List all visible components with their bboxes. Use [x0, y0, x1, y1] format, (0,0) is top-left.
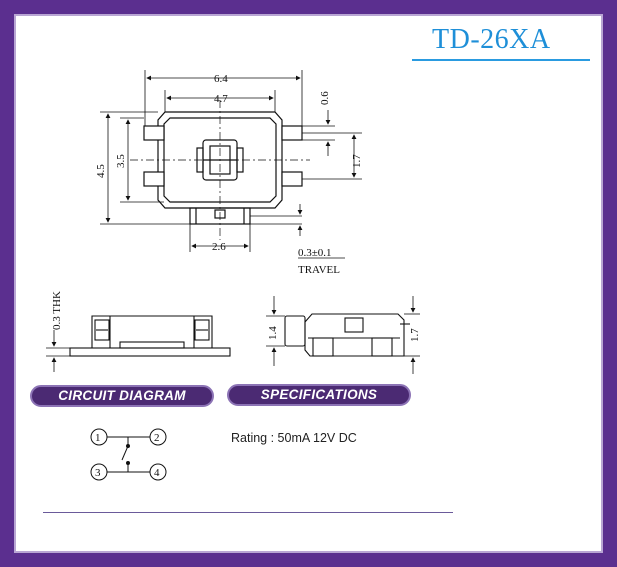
part-number-title: TD-26XA: [432, 24, 551, 55]
label-travel: TRAVEL: [298, 264, 340, 276]
title-underline: [412, 59, 590, 61]
dim-4.5: [100, 111, 190, 225]
label-0.6: 0.6: [319, 91, 331, 105]
front-view: [69, 315, 231, 357]
dim-side: [266, 296, 420, 374]
bottom-divider: [43, 512, 453, 513]
page-frame-inner: [14, 14, 603, 553]
label-3.5: 3.5: [115, 154, 127, 168]
dim-thk: [46, 330, 70, 372]
label-6.4: 6.4: [214, 73, 228, 85]
label-4.7: 4.7: [214, 93, 228, 105]
label-1.7-side: 1.7: [409, 328, 421, 342]
circuit-diagram: [90, 428, 167, 481]
dim-0.6: [302, 110, 335, 156]
pin-3: 3: [95, 467, 101, 479]
dim-4.7: [164, 90, 276, 112]
dim-3.5: [120, 117, 164, 203]
dim-6.4: [144, 70, 303, 126]
label-travel-value: 0.3±0.1: [298, 247, 332, 259]
circuit-diagram-heading: CIRCUIT DIAGRAM: [30, 385, 214, 407]
label-thk: 0.3 THK: [51, 291, 63, 330]
label-4.5: 4.5: [95, 164, 107, 178]
dim-1.7: [302, 132, 362, 180]
pin-1: 1: [95, 432, 101, 444]
dim-travel: [250, 204, 345, 259]
specifications-label: SPECIFICATIONS: [260, 387, 378, 402]
pin-4: 4: [154, 467, 160, 479]
specifications-heading: SPECIFICATIONS: [227, 384, 411, 406]
label-2.6: 2.6: [212, 241, 226, 253]
top-view: [143, 111, 303, 225]
pin-2: 2: [154, 432, 160, 444]
label-1.7: 1.7: [351, 154, 363, 168]
label-1.4: 1.4: [267, 326, 279, 340]
circuit-diagram-label: CIRCUIT DIAGRAM: [58, 388, 186, 403]
dim-2.6: [189, 224, 251, 252]
rating-text: Rating : 50mA 12V DC: [231, 431, 357, 445]
side-view: [284, 313, 410, 357]
